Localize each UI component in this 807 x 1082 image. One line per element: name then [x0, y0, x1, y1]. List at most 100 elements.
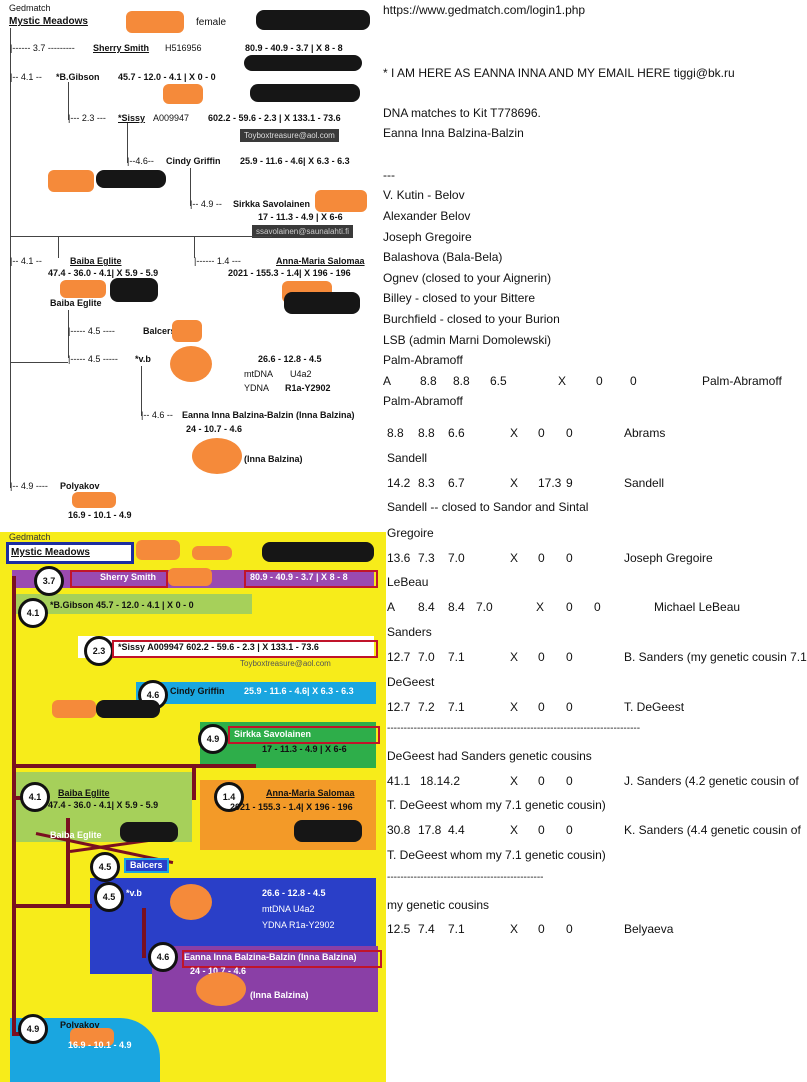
cell: 41.1: [387, 774, 411, 788]
match-values: 26.6 - 12.8 - 4.5: [258, 354, 322, 364]
redaction: [110, 278, 158, 302]
cell: 0: [566, 823, 573, 837]
band-eanna: [152, 946, 378, 1012]
cell: J. Sanders (4.2 genetic cousin of: [624, 774, 799, 788]
match-name: *v.b: [135, 354, 151, 364]
row-prefix: |-- 4.6 --: [141, 410, 173, 420]
list-item: Ognev (closed to your Aignerin): [383, 271, 552, 285]
match-row: *B.Gibson 45.7 - 12.0 - 4.1 | X 0 - 0: [50, 600, 194, 610]
cell: 0: [566, 650, 573, 664]
match-name: Polyakov: [60, 1020, 100, 1030]
match-values: 16.9 - 10.1 - 4.9: [68, 1040, 132, 1050]
distance-node: 4.5: [94, 882, 124, 912]
cell: 0: [566, 774, 573, 788]
match-name: *B.Gibson: [56, 72, 100, 82]
cell: 0: [538, 774, 545, 788]
cell: 0: [538, 700, 545, 714]
cell: 12.5: [387, 922, 411, 936]
cell: A: [383, 374, 392, 388]
list-item: Joseph Gregoire: [383, 230, 472, 244]
cell: 9: [566, 476, 573, 490]
cell: 12.7: [387, 650, 411, 664]
match-values: 17 - 11.3 - 4.9 | X 6-6: [262, 744, 347, 754]
row-prefix: |-- 4.1 --: [10, 256, 42, 266]
cell: X: [510, 774, 519, 788]
match-label: Baiba Eglite: [50, 298, 102, 308]
cell: X: [510, 700, 519, 714]
match-values: 16.9 - 10.1 - 4.9: [68, 510, 132, 520]
note: T. DeGeest whom my 7.1 genetic cousin): [387, 848, 606, 862]
ydna-label: YDNA: [244, 383, 270, 393]
match-values: 17 - 11.3 - 4.9 | X 6-6: [258, 212, 343, 222]
row-prefix: |------ 3.7 ---------: [10, 43, 75, 53]
cell: X: [510, 823, 519, 837]
match-values: 47.4 - 36.0 - 4.1| X 5.9 - 5.9: [48, 268, 159, 278]
match-name: Baiba Eglite: [70, 256, 122, 266]
cell: 0: [566, 551, 573, 565]
redaction: [120, 822, 178, 842]
cell: Palm-Abramoff: [702, 374, 782, 388]
match-values: 80.9 - 40.9 - 3.7 | X 8 - 8: [250, 572, 348, 582]
redaction: [96, 170, 166, 188]
cell: 12.7: [387, 700, 411, 714]
redaction: [170, 346, 212, 382]
cell: X: [510, 426, 519, 440]
redaction: [48, 170, 94, 192]
cell: 14.2: [387, 476, 411, 490]
tree-title: Mystic Meadows: [9, 16, 88, 27]
match-values: 602.2 - 59.6 - 2.3 | X 133.1 - 73.6: [208, 113, 341, 123]
note: my genetic cousins: [387, 898, 490, 912]
row-prefix: |-- 4.9 --: [190, 199, 222, 209]
cell: 4.4: [448, 823, 465, 837]
match-name: Balcers: [124, 858, 169, 873]
match-name: *v.b: [126, 888, 142, 898]
list-item: LSB (admin Marni Domolewski): [383, 333, 552, 347]
match-values: 45.7 - 12.0 - 4.1 | X 0 - 0: [118, 72, 216, 82]
cell: 8.4: [448, 600, 465, 614]
distance-node: 4.1: [20, 782, 50, 812]
match-name: Balcers: [143, 326, 176, 336]
site-name: Gedmatch: [9, 532, 51, 542]
kit-id: H516956: [165, 43, 202, 53]
match-name: *Sissy: [118, 113, 146, 123]
cell: X: [558, 374, 567, 388]
match-name: Sirkka Savolainen: [234, 729, 312, 739]
distance-node: 4.5: [90, 852, 120, 882]
cell: 8.8: [387, 426, 404, 440]
redaction: [196, 972, 246, 1006]
list-item: Alexander Belov: [383, 209, 471, 223]
distance-node: 2.3: [84, 636, 114, 666]
cell: X: [510, 650, 519, 664]
cell: K. Sanders (4.4 genetic cousin of: [624, 823, 801, 837]
match-values: 26.6 - 12.8 - 4.5: [262, 888, 326, 898]
cell: 17.8: [418, 823, 442, 837]
row-prefix: |----- 4.5 ----: [68, 326, 115, 336]
cell: 0: [566, 922, 573, 936]
cell: 0: [596, 374, 603, 388]
separator: ----------------------------------------…: [387, 872, 544, 883]
cell: 0: [566, 700, 573, 714]
cell: 6.7: [448, 476, 465, 490]
redaction: [294, 820, 362, 842]
redaction: [96, 700, 160, 718]
distance-node: 4.9: [198, 724, 228, 754]
match-values: 2021 - 155.3 - 1.4| X 196 - 196: [228, 268, 351, 278]
cell: 0: [538, 650, 545, 664]
match-values: 47.4 - 36.0 - 4.1| X 5.9 - 5.9: [48, 800, 159, 810]
cell: Abrams: [624, 426, 666, 440]
cell: X: [510, 922, 519, 936]
list-item: V. Kutin - Belov: [383, 188, 465, 202]
distance-node: 4.6: [148, 942, 178, 972]
redaction: [60, 280, 106, 298]
cell: Michael LeBeau: [654, 600, 741, 614]
list-item: Billey - closed to your Bittere: [383, 291, 536, 305]
gender-label: female: [196, 17, 227, 28]
list-item: Balashova (Bala-Bela): [383, 250, 503, 264]
cell: 30.8: [387, 823, 411, 837]
matches-heading: DNA matches to Kit T778696.: [383, 106, 541, 120]
match-alias: (Inna Balzina): [250, 990, 309, 1000]
cell: 0: [538, 426, 545, 440]
row-prefix: |-- 4.9 ----: [10, 481, 48, 491]
list-item: Sanders: [387, 625, 432, 639]
redaction: [170, 884, 212, 920]
